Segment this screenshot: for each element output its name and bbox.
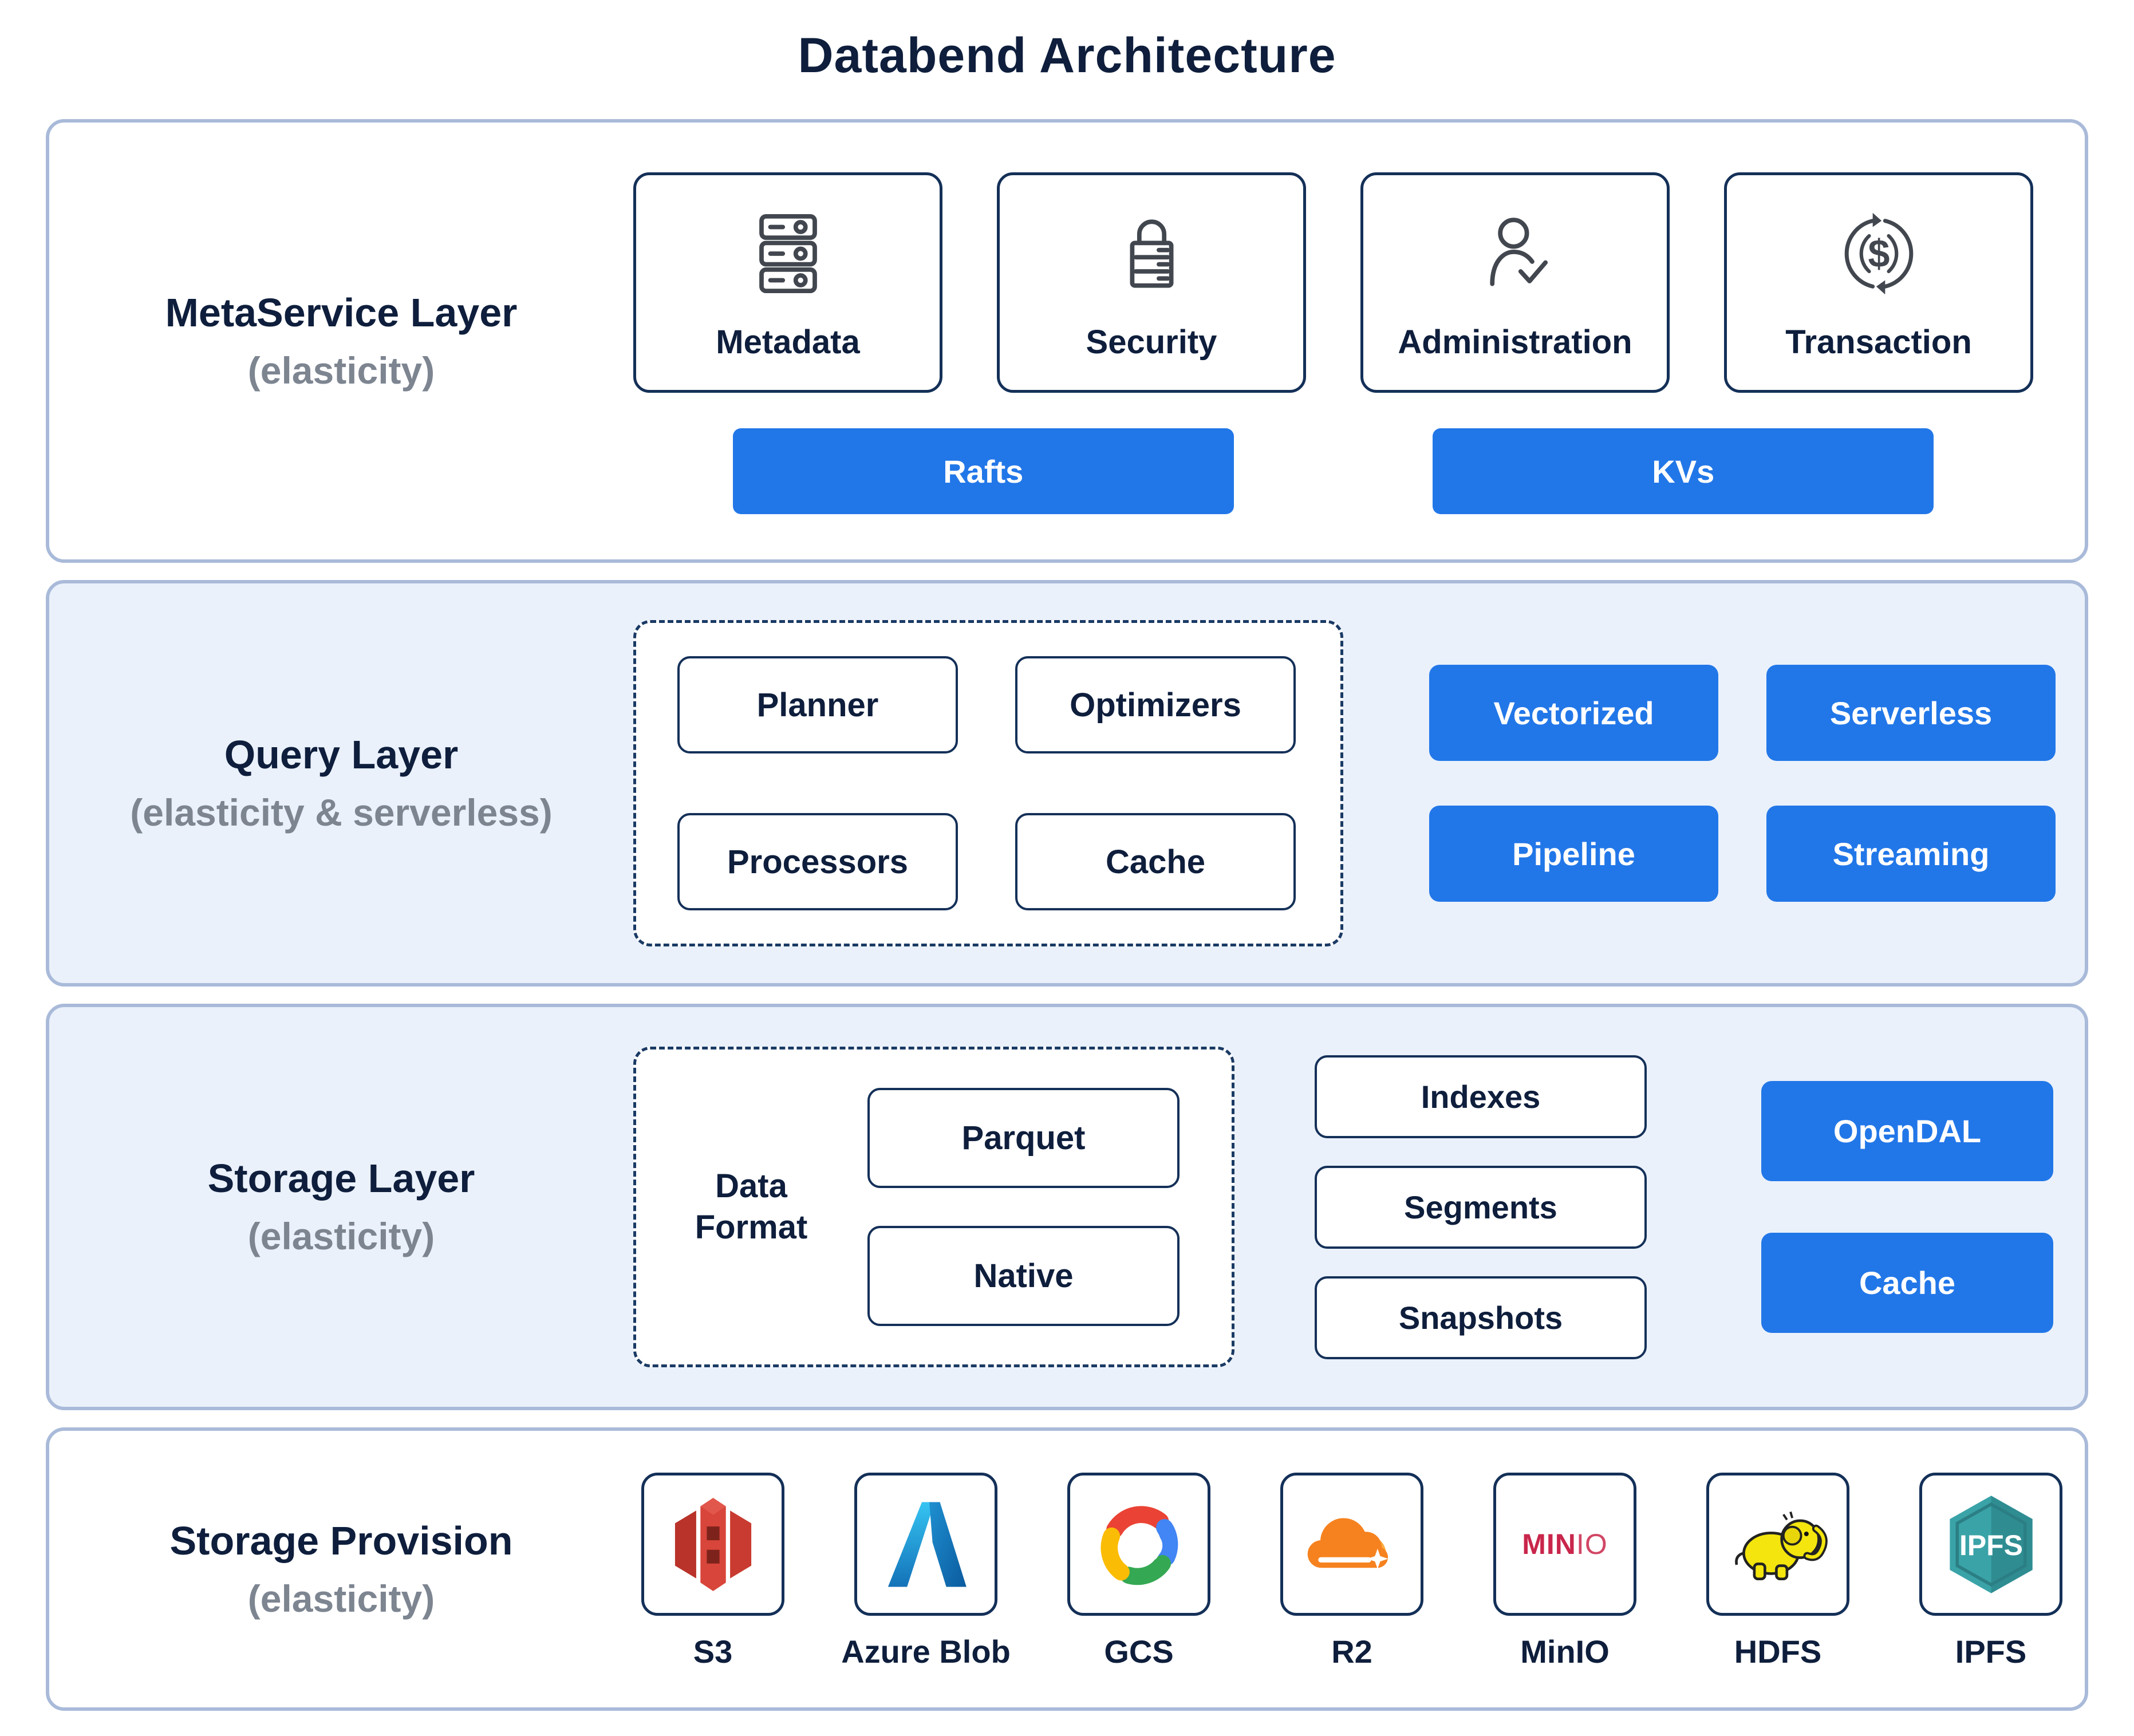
storage-provision-subtitle: (elasticity)	[247, 1577, 435, 1620]
storage-cache-button: Cache	[1761, 1233, 2053, 1333]
minio-label: MinIO	[1520, 1634, 1610, 1670]
providers-row: S3	[633, 1468, 2070, 1670]
query-layer-subtitle: (elasticity & serverless)	[130, 791, 553, 834]
query-cache-box: Cache	[1015, 813, 1296, 910]
gcs-label: GCS	[1104, 1634, 1174, 1670]
metaservice-layer-label-block: MetaService Layer (elasticity)	[49, 289, 633, 393]
segments-box: Segments	[1315, 1165, 1647, 1249]
ipfs-card: IPFS	[1919, 1473, 2062, 1616]
rafts-button: Rafts	[732, 428, 1234, 514]
opendal-button: OpenDAL	[1761, 1081, 2053, 1181]
planner-box: Planner	[677, 656, 958, 753]
storage-provision-label-block: Storage Provision (elasticity)	[49, 1517, 633, 1621]
s3-icon	[674, 1497, 751, 1591]
provider-r2: R2	[1272, 1473, 1431, 1670]
cloudflare-icon	[1307, 1517, 1388, 1569]
storage-content: Data Format Parquet Native Indexes Segme…	[633, 1047, 2053, 1367]
snapshots-box: Snapshots	[1315, 1276, 1647, 1359]
serverless-button: Serverless	[1766, 665, 2056, 761]
query-layer-title: Query Layer	[224, 732, 459, 778]
metaservice-layer-subtitle: (elasticity)	[247, 349, 435, 392]
ipfs-icon: IPFS	[1949, 1495, 2033, 1593]
s3-label: S3	[693, 1634, 733, 1670]
hadoop-elephant-icon	[1734, 1511, 1828, 1580]
azure-icon	[887, 1502, 967, 1587]
storage-layer-title: Storage Layer	[207, 1156, 475, 1201]
server-stack-icon	[744, 199, 833, 308]
provider-s3: S3	[633, 1473, 792, 1670]
storage-layer-subtitle: (elasticity)	[247, 1215, 435, 1258]
administration-card: Administration	[1360, 172, 1670, 393]
kvs-button: KVs	[1433, 428, 1934, 514]
security-card-label: Security	[1086, 323, 1217, 361]
r2-card	[1280, 1473, 1423, 1616]
security-card: Security	[997, 172, 1306, 393]
provider-azure-blob: Azure Blob	[841, 1473, 1011, 1670]
query-content: Planner Optimizers Processors Cache Vect…	[633, 620, 2056, 946]
azure-blob-label: Azure Blob	[841, 1634, 1011, 1670]
metadata-card-label: Metadata	[716, 323, 860, 361]
r2-label: R2	[1331, 1634, 1372, 1670]
parquet-box: Parquet	[867, 1088, 1180, 1188]
hdfs-label: HDFS	[1734, 1634, 1822, 1670]
transaction-card-label: Transaction	[1785, 323, 1972, 361]
provider-hdfs: HDFS	[1698, 1473, 1857, 1670]
storage-structures-column: Indexes Segments Snapshots	[1315, 1055, 1647, 1359]
ipfs-label: IPFS	[1955, 1634, 2027, 1670]
data-format-label: Data Format	[662, 1166, 840, 1249]
provider-ipfs: IPFS IPFS	[1911, 1473, 2070, 1670]
azure-card	[854, 1473, 997, 1616]
data-format-group: Data Format Parquet Native	[633, 1047, 1234, 1367]
s3-card	[641, 1473, 784, 1616]
hdfs-card	[1706, 1473, 1849, 1616]
page-title: Databend Architecture	[798, 28, 1336, 83]
data-format-label-line2: Format	[695, 1209, 808, 1246]
lock-icon	[1107, 199, 1196, 308]
transaction-card: $ Transaction	[1724, 172, 2033, 393]
dollar-cycle-icon: $	[1835, 199, 1923, 308]
data-format-boxes: Parquet Native	[867, 1088, 1180, 1326]
storage-layer-section: Storage Layer (elasticity) Data Format P…	[46, 1004, 2088, 1410]
gcs-card	[1067, 1473, 1210, 1616]
query-engine-group: Planner Optimizers Processors Cache	[633, 620, 1343, 946]
native-box: Native	[867, 1226, 1180, 1326]
data-format-label-line1: Data	[715, 1167, 787, 1205]
streaming-button: Streaming	[1766, 806, 2056, 902]
storage-provision-section: Storage Provision (elasticity) S3	[46, 1427, 2088, 1711]
storage-provision-title: Storage Provision	[169, 1518, 513, 1563]
query-layer-section: Query Layer (elasticity & serverless) Pl…	[46, 580, 2088, 987]
metadata-card: Metadata	[633, 172, 942, 393]
query-features-grid: Vectorized Serverless Pipeline Streaming	[1429, 665, 2056, 902]
minio-wordmark-light: IO	[1576, 1528, 1608, 1560]
metaservice-layer-title: MetaService Layer	[165, 290, 518, 335]
administration-card-label: Administration	[1398, 323, 1632, 361]
metaservice-layer-section: MetaService Layer (elasticity)	[46, 119, 2088, 563]
provider-gcs: GCS	[1059, 1473, 1218, 1670]
svg-text:$: $	[1868, 232, 1890, 275]
optimizers-box: Optimizers	[1015, 656, 1296, 753]
vectorized-button: Vectorized	[1429, 665, 1718, 761]
metaservice-cards-row: Metadata Security	[633, 172, 2033, 393]
query-layer-label-block: Query Layer (elasticity & serverless)	[49, 731, 633, 835]
metaservice-buttons-row: Rafts KVs	[633, 428, 2033, 514]
metaservice-content: Metadata Security	[633, 168, 2033, 514]
storage-services-column: OpenDAL Cache	[1761, 1081, 2053, 1333]
ipfs-wordmark: IPFS	[1959, 1529, 2023, 1561]
user-check-icon	[1471, 199, 1560, 308]
processors-box: Processors	[677, 813, 958, 910]
minio-wordmark-bold: MIN	[1522, 1528, 1576, 1560]
gcs-icon	[1100, 1505, 1178, 1585]
pipeline-button: Pipeline	[1429, 806, 1718, 902]
indexes-box: Indexes	[1315, 1055, 1647, 1138]
storage-layer-label-block: Storage Layer (elasticity)	[49, 1154, 633, 1259]
